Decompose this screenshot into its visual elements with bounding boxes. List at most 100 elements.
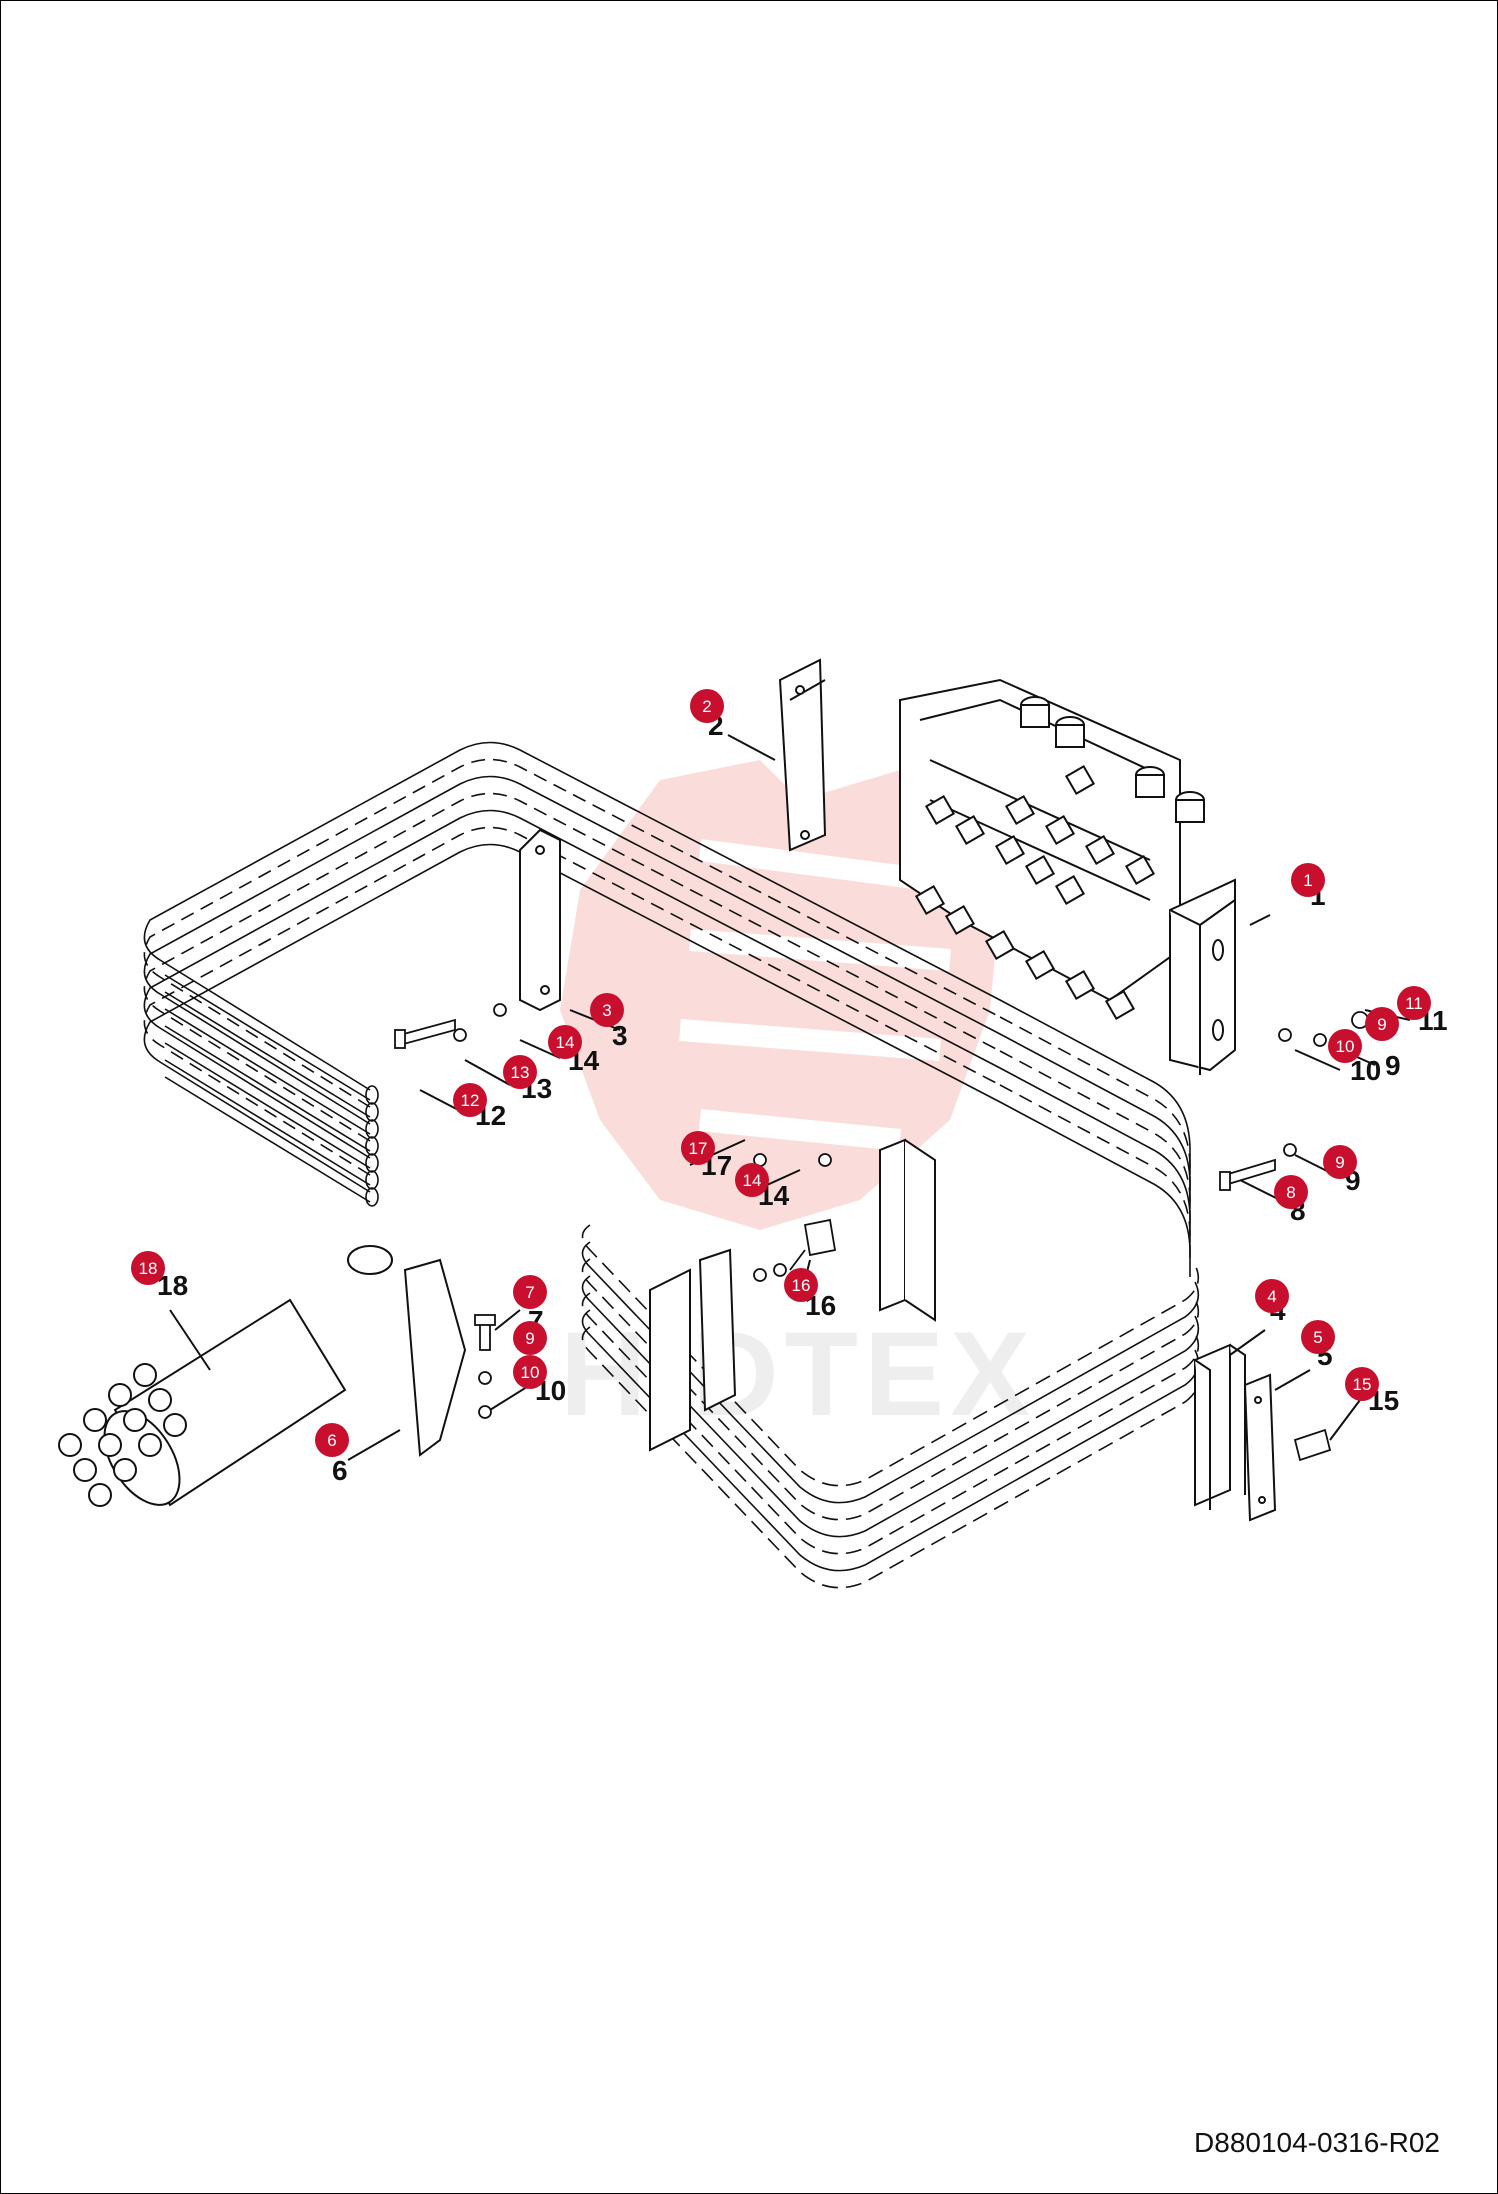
callout-label: 10 [521, 1363, 540, 1382]
valve-bracket [1169, 878, 1236, 1075]
callout-circle [1365, 1007, 1399, 1041]
leader-line [494, 1309, 521, 1331]
leader-line [519, 1039, 561, 1059]
callout-circle [503, 1055, 537, 1089]
callout-4[interactable]: 4 [1255, 1279, 1289, 1313]
tube-end [365, 1119, 379, 1139]
callout-label: 14 [743, 1171, 762, 1190]
document-code: D880104-0316-R02 [1194, 2127, 1440, 2158]
hydraulic-tube [164, 991, 371, 1118]
hydraulic-tube [164, 1025, 371, 1152]
callout-9[interactable]: 9 [513, 1321, 547, 1355]
hydraulic-tube [581, 1326, 1200, 1589]
control-valve-block [899, 678, 1205, 1021]
callout-13[interactable]: 13 [503, 1055, 537, 1089]
leader-line [1274, 1369, 1311, 1391]
callout-label: 5 [1313, 1328, 1322, 1347]
tube-clamp-3 [519, 828, 561, 1012]
tube-cross-section [113, 1458, 137, 1482]
leader-line [489, 1384, 531, 1411]
callout-label: 15 [1353, 1375, 1372, 1394]
callout-2[interactable]: 2 [690, 689, 724, 723]
callout-circle [735, 1163, 769, 1197]
tube-cross-section [98, 1433, 122, 1457]
callout-circle [1328, 1029, 1362, 1063]
callout-label: 17 [689, 1139, 708, 1158]
callout-6[interactable]: 6 [315, 1423, 349, 1457]
callout-15[interactable]: 15 [1345, 1367, 1379, 1401]
callout-circle [681, 1131, 715, 1165]
callout-14[interactable]: 14 [548, 1025, 582, 1059]
hex-fitting [1024, 949, 1056, 981]
hydraulic-tube [164, 1076, 371, 1203]
tube-bracket-2 [778, 658, 827, 852]
tube-end [365, 1170, 379, 1190]
callout-1[interactable]: 1 [1291, 863, 1325, 897]
hex-fitting [1054, 874, 1086, 906]
callout-circle [1255, 1279, 1289, 1313]
callout-circle [513, 1275, 547, 1309]
hydraulic-tube [164, 1042, 371, 1169]
callout-circle [1301, 1320, 1335, 1354]
callout-8[interactable]: 8 [1274, 1175, 1308, 1209]
callout-label: 8 [1286, 1183, 1295, 1202]
callout-label: 16 [792, 1276, 811, 1295]
hex-fitting [1124, 854, 1156, 886]
callout-label: 6 [327, 1431, 336, 1450]
clamp-block-4 [1194, 1343, 1246, 1510]
callout-3[interactable]: 3 [590, 993, 624, 1027]
callout-label: 1 [1303, 871, 1312, 890]
callout-circle [1291, 863, 1325, 897]
callout-5[interactable]: 5 [1301, 1320, 1335, 1354]
hydraulic-tube [143, 826, 1191, 1260]
hardware-bolts [394, 1003, 1369, 1462]
callout-circle [131, 1251, 165, 1285]
hydraulic-tube [143, 741, 1191, 1175]
callout-11[interactable]: 11 [1397, 986, 1431, 1020]
hex-fitting [1064, 764, 1096, 796]
leader-line [464, 1059, 511, 1086]
callout-10[interactable]: 10 [1328, 1029, 1362, 1063]
callout-12[interactable]: 12 [453, 1083, 487, 1117]
tube-bundle-lower [581, 1224, 1200, 1589]
callout-10[interactable]: 10 [513, 1355, 547, 1389]
hydraulic-tube [164, 1008, 371, 1135]
tube-cross-section [73, 1458, 97, 1482]
tube-end [365, 1136, 379, 1156]
hex-fitting [1084, 834, 1116, 866]
leader-line [727, 734, 776, 761]
hex-fitting [1044, 814, 1076, 846]
hex-fitting [954, 814, 986, 846]
hydraulic-tube [581, 1224, 1200, 1487]
callout-14[interactable]: 14 [735, 1163, 769, 1197]
hex-fitting [924, 794, 956, 826]
part-number-labels: 12345678991010111213141415161718 [157, 710, 1448, 1486]
hydraulic-tube [164, 974, 371, 1101]
leader-line [1229, 1329, 1266, 1356]
callout-17[interactable]: 17 [681, 1131, 715, 1165]
callout-9[interactable]: 9 [1323, 1145, 1357, 1179]
hydraulic-tube [164, 1059, 371, 1186]
callout-7[interactable]: 7 [513, 1275, 547, 1309]
part-number-3: 3 [612, 1020, 628, 1051]
valve-cap-body [1135, 774, 1165, 798]
callout-label: 9 [1377, 1015, 1386, 1034]
callout-16[interactable]: 16 [784, 1268, 818, 1302]
callout-label: 18 [139, 1259, 158, 1278]
callout-circle [1397, 986, 1431, 1020]
tube-cross-section [123, 1408, 147, 1432]
callout-label: 9 [1335, 1153, 1344, 1172]
watermark-logo [560, 760, 1000, 1230]
callout-circle [513, 1321, 547, 1355]
hex-fitting [1104, 989, 1136, 1021]
callout-18[interactable]: 18 [131, 1251, 165, 1285]
watermark-text: HIDTEX [560, 1307, 1036, 1441]
callout-9[interactable]: 9 [1365, 1007, 1399, 1041]
hose-sleeve-18 [58, 1298, 347, 1507]
hydraulic-tube [581, 1292, 1200, 1555]
hydraulic-tube [143, 775, 1191, 1209]
tube-cross-section [163, 1413, 187, 1437]
